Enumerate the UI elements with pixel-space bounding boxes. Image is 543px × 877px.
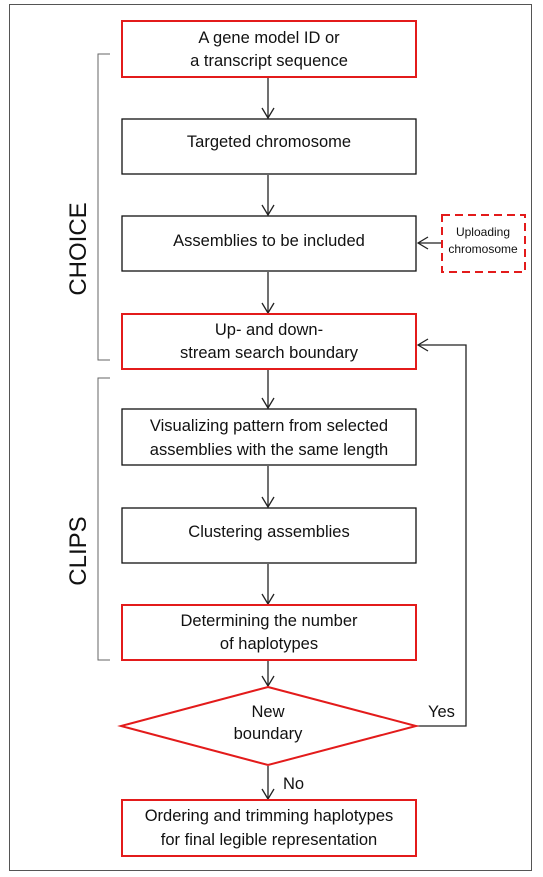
choice-bracket	[97, 53, 110, 361]
node-text: Uploading	[456, 225, 510, 239]
node-text: Up- and down-	[215, 321, 323, 339]
node-search-boundary: Up- and down- stream search boundary	[121, 313, 417, 370]
node-ordering-trimming: Ordering and trimming haplotypes for fin…	[121, 799, 417, 857]
node-gene-model: A gene model ID or a transcript sequence	[121, 20, 417, 78]
node-text: boundary	[234, 725, 304, 743]
node-assemblies-included: Assemblies to be included	[121, 215, 417, 272]
node-new-boundary-decision: New boundary	[117, 685, 420, 767]
node-text: Assemblies to be included	[173, 232, 365, 250]
diagram-frame	[9, 4, 532, 871]
node-text: New	[251, 703, 284, 721]
node-visualizing-pattern: Visualizing pattern from selected assemb…	[121, 408, 417, 466]
no-label: No	[283, 775, 304, 793]
node-determining-haplotypes: Determining the number of haplotypes	[121, 604, 417, 661]
choice-label: CHOICE	[65, 202, 92, 295]
node-text: of haplotypes	[220, 635, 318, 653]
node-uploading-chromosome: Uploading chromosome	[441, 214, 526, 273]
yes-label: Yes	[428, 703, 455, 721]
node-text: assemblies with the same length	[150, 441, 388, 459]
node-text: a transcript sequence	[190, 52, 348, 70]
clips-bracket	[97, 377, 110, 661]
node-text: Determining the number	[180, 612, 358, 630]
clips-label: CLIPS	[65, 516, 92, 585]
node-text: A gene model ID or	[198, 29, 340, 47]
arrow-yes-loop	[416, 345, 467, 727]
node-text: Visualizing pattern from selected	[150, 417, 388, 435]
node-text: for final legible representation	[161, 831, 377, 849]
node-text: stream search boundary	[180, 344, 359, 362]
node-clustering: Clustering assemblies	[121, 507, 417, 564]
node-text: Targeted chromosome	[187, 133, 351, 151]
node-targeted-chromosome: Targeted chromosome	[121, 118, 417, 175]
node-text: Clustering assemblies	[188, 523, 349, 541]
node-text: Ordering and trimming haplotypes	[145, 807, 394, 825]
node-text: chromosome	[448, 242, 518, 256]
